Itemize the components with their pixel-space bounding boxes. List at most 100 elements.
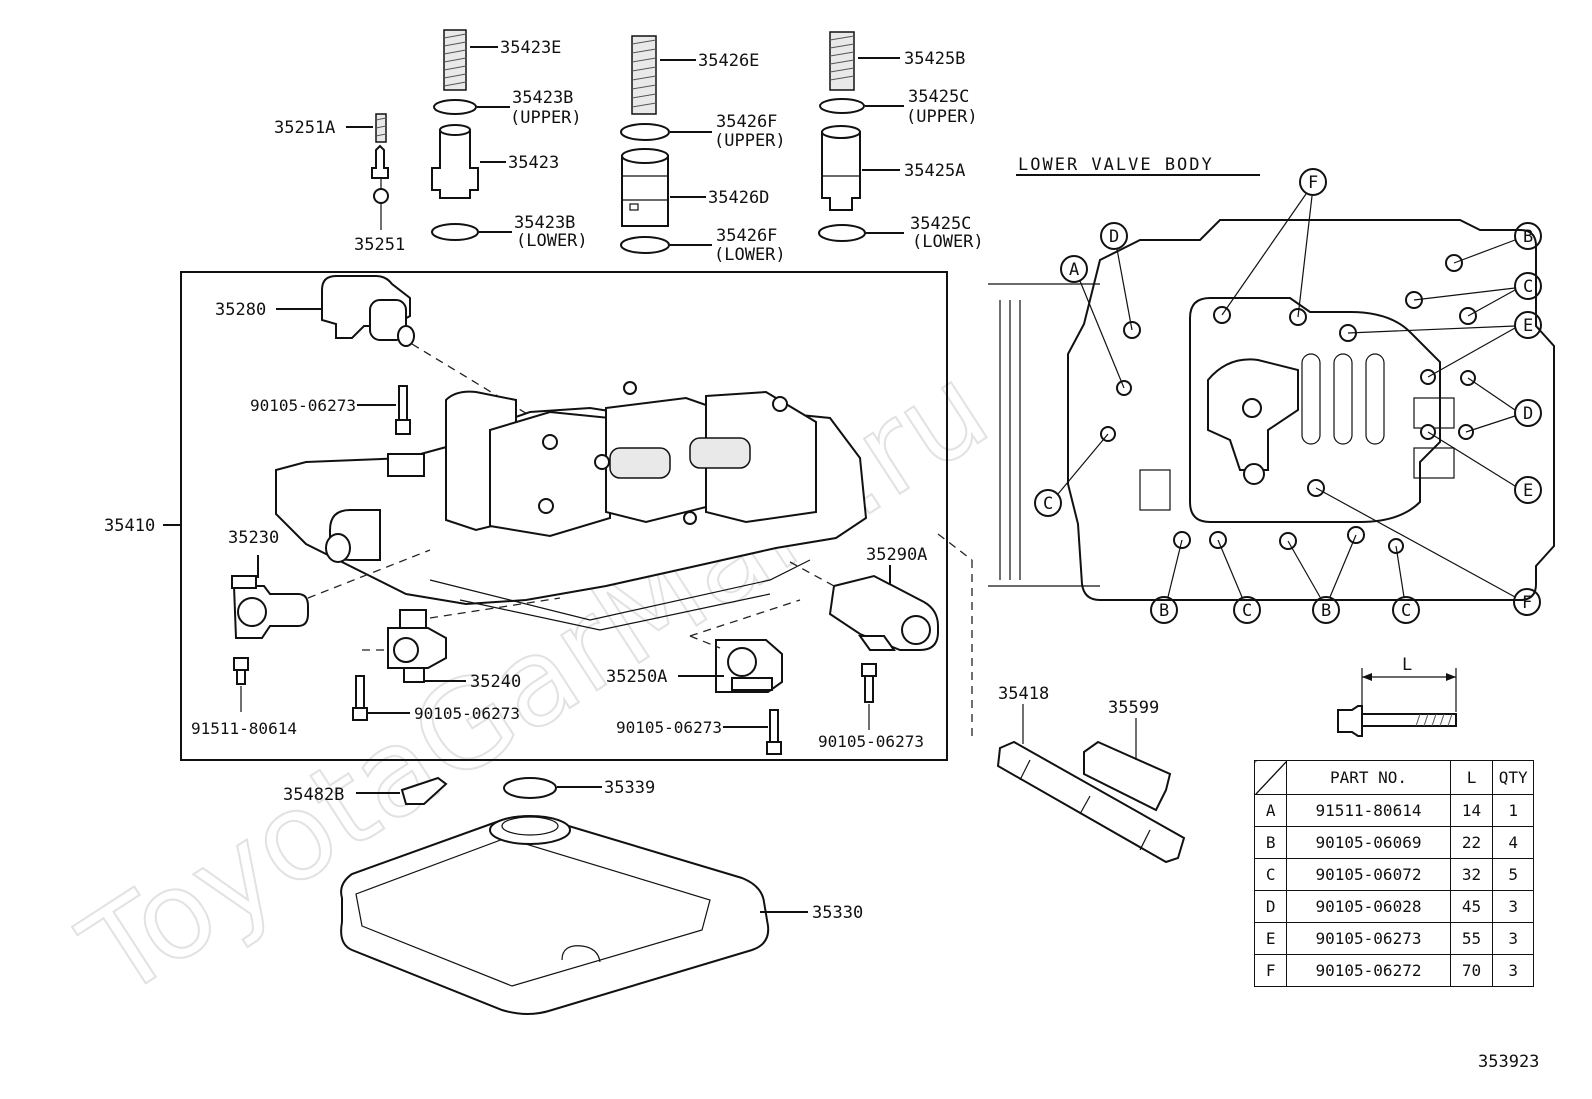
plate-35599[interactable] bbox=[1083, 740, 1172, 812]
callout-35251A: 35251A bbox=[274, 118, 335, 138]
spring-35425B[interactable] bbox=[829, 31, 855, 91]
bolt-letter-F2: F bbox=[1522, 593, 1532, 613]
solenoid-35240[interactable] bbox=[387, 609, 447, 683]
row-qty: 3 bbox=[1492, 954, 1534, 987]
callout-35423B-lower: 35423B bbox=[514, 213, 575, 233]
row-part-number[interactable]: 90105-06069 bbox=[1286, 826, 1451, 859]
row-qty: 3 bbox=[1492, 922, 1534, 955]
table-row: E 90105-06273 55 3 bbox=[1253, 922, 1534, 955]
bolt-length-diagram: L bbox=[1337, 655, 1457, 737]
bolt-letter-callouts: F D A B C E D E C B C B bbox=[1034, 168, 1542, 624]
row-key: D bbox=[1253, 890, 1288, 923]
callout-35423E: 35423E bbox=[500, 38, 561, 58]
manual-valve-35418[interactable] bbox=[996, 740, 1186, 864]
callout-bolt-2: 91511-80614 bbox=[191, 719, 297, 738]
spring-35423E[interactable] bbox=[443, 29, 467, 91]
callout-bolt-5: 90105-06273 bbox=[818, 732, 924, 751]
bolt-90105-06273-a[interactable] bbox=[395, 385, 411, 435]
callout-bolt-1: 90105-06273 bbox=[250, 396, 356, 415]
solenoid-35230[interactable] bbox=[231, 575, 309, 639]
row-qty: 1 bbox=[1492, 794, 1534, 827]
bolt-letter-B1: B bbox=[1523, 227, 1533, 247]
bolt-90105-06273-d[interactable] bbox=[861, 663, 877, 703]
callout-35482B: 35482B bbox=[283, 785, 344, 805]
bolt-letter-B3: B bbox=[1321, 601, 1331, 621]
callout-35423B-upper: 35423B bbox=[512, 88, 573, 108]
oring-35426F-lower[interactable] bbox=[620, 236, 670, 254]
row-key: A bbox=[1253, 794, 1288, 827]
table-row: C 90105-06072 32 5 bbox=[1253, 858, 1534, 891]
callout-35418: 35418 bbox=[998, 684, 1049, 704]
oring-35426F-upper[interactable] bbox=[620, 123, 670, 141]
spring-35426E[interactable] bbox=[631, 35, 657, 115]
valve-body-assembly[interactable] bbox=[275, 381, 868, 631]
table-header-length: L bbox=[1449, 760, 1494, 795]
callout-35330: 35330 bbox=[812, 903, 863, 923]
row-length: 70 bbox=[1449, 954, 1494, 987]
row-part-number[interactable]: 90105-06272 bbox=[1286, 954, 1451, 987]
detent-spring-35482B[interactable] bbox=[400, 776, 448, 805]
row-part-number[interactable]: 90105-06028 bbox=[1286, 890, 1451, 923]
solenoid-35250A[interactable] bbox=[715, 639, 783, 693]
callout-35280: 35280 bbox=[215, 300, 266, 320]
bolt-letter-C3: C bbox=[1242, 601, 1252, 621]
row-length: 14 bbox=[1449, 794, 1494, 827]
callout-35426F-lower-note: (LOWER) bbox=[714, 245, 786, 265]
bolt-90105-06273-b[interactable] bbox=[352, 675, 368, 721]
callout-bolt-3: 90105-06273 bbox=[414, 704, 520, 723]
table-row: F 90105-06272 70 3 bbox=[1253, 954, 1534, 987]
callout-35426D: 35426D bbox=[708, 188, 769, 208]
bolt-letter-B2: B bbox=[1159, 601, 1169, 621]
sleeve-35423[interactable] bbox=[431, 124, 479, 199]
row-part-number[interactable]: 91511-80614 bbox=[1286, 794, 1451, 827]
bolt-letter-D1: D bbox=[1109, 227, 1119, 247]
oring-35423B-lower[interactable] bbox=[431, 223, 479, 241]
table-header-qty: QTY bbox=[1492, 760, 1534, 795]
oring-35423B-upper[interactable] bbox=[433, 99, 477, 115]
oil-strainer-35330[interactable] bbox=[340, 815, 770, 1015]
bolt-letter-C4: C bbox=[1401, 601, 1411, 621]
oring-35339[interactable] bbox=[503, 777, 557, 799]
row-length: 45 bbox=[1449, 890, 1494, 923]
row-qty: 5 bbox=[1492, 858, 1534, 891]
check-ball-35251[interactable] bbox=[371, 144, 389, 204]
bolt-letter-A1: A bbox=[1069, 260, 1079, 280]
bolt-91511-80614[interactable] bbox=[233, 657, 249, 685]
lower-valve-body-plan[interactable] bbox=[988, 219, 1555, 601]
bolt-letter-D2: D bbox=[1523, 404, 1533, 424]
row-key: B bbox=[1253, 826, 1288, 859]
row-part-number[interactable]: 90105-06072 bbox=[1286, 858, 1451, 891]
bolt-90105-06273-c[interactable] bbox=[766, 709, 782, 755]
callout-35425C-upper-note: (UPPER) bbox=[906, 107, 978, 127]
row-length: 32 bbox=[1449, 858, 1494, 891]
bolt-letter-C2: C bbox=[1043, 494, 1053, 514]
callout-35426F-upper-note: (UPPER) bbox=[714, 131, 786, 151]
callout-35250A: 35250A bbox=[606, 667, 667, 687]
oring-35425C-lower[interactable] bbox=[818, 224, 866, 242]
bolt-letter-C1: C bbox=[1523, 277, 1533, 297]
callout-35290A: 35290A bbox=[866, 545, 927, 565]
oring-35425C-upper[interactable] bbox=[819, 98, 865, 114]
callout-35425C-lower: 35425C bbox=[910, 214, 971, 234]
table-row: A 91511-80614 14 1 bbox=[1253, 794, 1534, 827]
sleeve-35426D[interactable] bbox=[621, 148, 669, 227]
callout-35339: 35339 bbox=[604, 778, 655, 798]
callout-bolt-4: 90105-06273 bbox=[616, 718, 722, 737]
solenoid-35290A[interactable] bbox=[828, 574, 939, 651]
sleeve-35425A[interactable] bbox=[821, 125, 861, 211]
callout-35251: 35251 bbox=[354, 235, 405, 255]
spring-35251A[interactable] bbox=[375, 113, 387, 143]
callout-35410: 35410 bbox=[104, 516, 155, 536]
callout-35423: 35423 bbox=[508, 153, 559, 173]
diagram-id: 353923 bbox=[1478, 1052, 1540, 1072]
callout-35599: 35599 bbox=[1108, 698, 1159, 718]
section-title: LOWER VALVE BODY bbox=[1018, 155, 1214, 175]
callout-35423B-upper-note: (UPPER) bbox=[510, 108, 582, 128]
row-key: E bbox=[1253, 922, 1288, 955]
row-part-number[interactable]: 90105-06273 bbox=[1286, 922, 1451, 955]
solenoid-35280[interactable] bbox=[321, 275, 415, 347]
bolt-letter-E2: E bbox=[1523, 481, 1533, 501]
row-qty: 3 bbox=[1492, 890, 1534, 923]
callout-35425C-upper: 35425C bbox=[908, 87, 969, 107]
